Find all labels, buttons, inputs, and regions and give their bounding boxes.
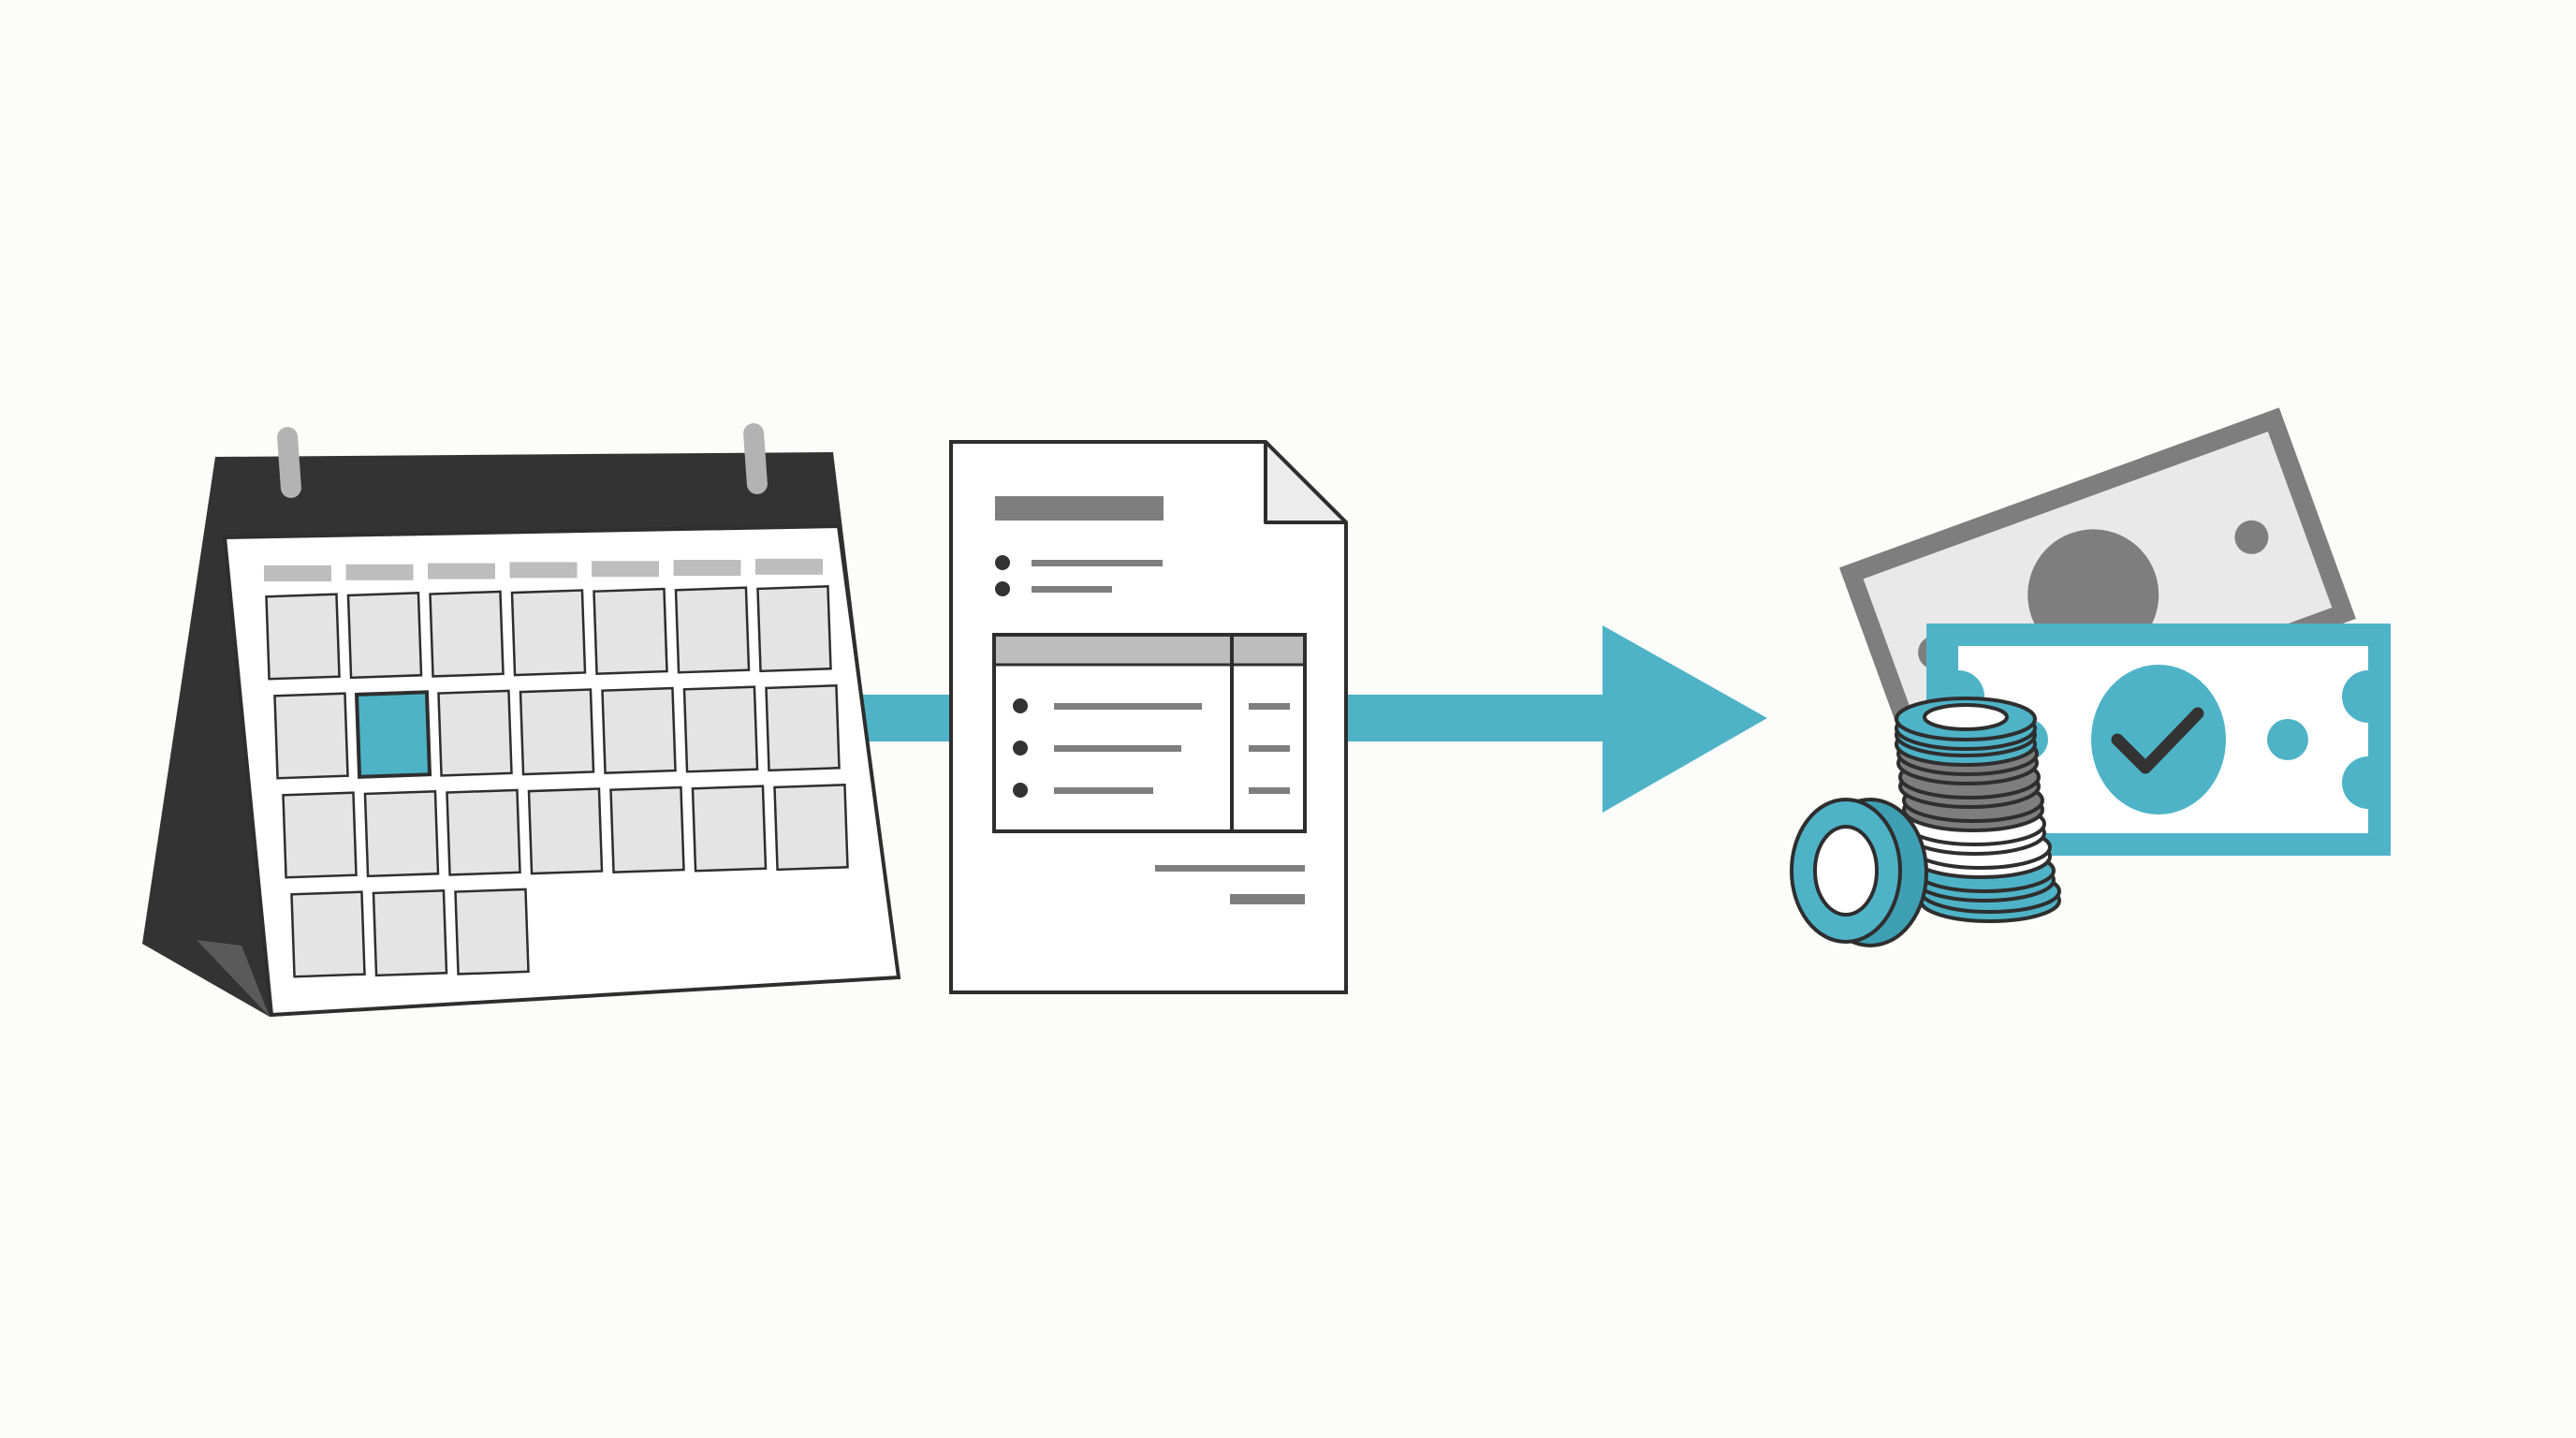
- calendar-day-cell: [437, 689, 513, 777]
- bullet-dot: [995, 581, 1010, 596]
- calendar-day-cell: [282, 791, 358, 879]
- weekday-header-0: [264, 565, 331, 581]
- calendar-day-cell: [756, 585, 832, 673]
- calendar-day-cell: [454, 888, 530, 976]
- calendar-day-cell: [290, 890, 366, 978]
- checkmark-icon: [2111, 707, 2204, 774]
- top-coin-face: [1923, 703, 2009, 731]
- table-row-bullet: [1013, 741, 1028, 756]
- calendar-day-cell: [773, 784, 849, 872]
- standing-coin: [1790, 798, 1928, 947]
- table-row-amount: [1249, 745, 1290, 752]
- table-row-bullet: [1013, 698, 1028, 713]
- invoice-title-bar: [995, 496, 1164, 521]
- invoice-page: [949, 440, 1348, 994]
- calendar-day-cell: [446, 788, 521, 876]
- table-row-description: [1054, 745, 1181, 752]
- calendar-day-cell: [372, 889, 448, 977]
- weekday-header-row: [264, 558, 823, 581]
- table-row-amount: [1249, 703, 1290, 710]
- banknote-seal: [2091, 665, 2226, 814]
- calendar-day-cell: [691, 785, 768, 873]
- calendar-day-cell: [682, 685, 759, 773]
- weekday-header-3: [509, 562, 578, 579]
- calendar-day-cell: [765, 684, 841, 772]
- total-line: [1230, 894, 1305, 904]
- arrow-head-icon: [1603, 625, 1767, 813]
- invoice-table-rows: [1013, 698, 1290, 798]
- calendar-day-cell: [601, 686, 677, 774]
- invoice-document-icon: [949, 440, 1348, 994]
- flow-arrows: [861, 625, 1767, 813]
- calendar-day-cell: [674, 586, 751, 674]
- table-row-bullet: [1013, 783, 1028, 798]
- weekday-header-4: [592, 561, 659, 578]
- invoice-totals: [1155, 865, 1305, 904]
- calendar-day-cell: [510, 589, 587, 677]
- desk-calendar-icon: [142, 423, 901, 1018]
- table-row-description: [1054, 703, 1202, 710]
- connector-invoice-to-payment-shaft: [1346, 695, 1608, 741]
- invoice-table-header: [994, 635, 1305, 665]
- invoice-bullet-list: [995, 555, 1163, 596]
- bullet-dot: [995, 555, 1010, 570]
- calendar-day-cell: [519, 688, 595, 776]
- weekday-header-1: [345, 564, 414, 580]
- highlighted-day: [354, 690, 432, 779]
- calendar-day-cell: [609, 785, 685, 873]
- calendar-stand-shadow: [197, 940, 270, 1017]
- calendar-day-cell: [593, 587, 668, 675]
- bullet-line: [1032, 560, 1163, 566]
- cash-and-coins-icon: [1790, 407, 2391, 947]
- calendar-day-grid: [265, 585, 849, 978]
- bullet-line: [1032, 586, 1112, 593]
- calendar-day-cell: [363, 790, 440, 878]
- invoice-table-frame: [992, 633, 1307, 833]
- weekday-header-2: [428, 563, 495, 580]
- calendar-day-cell: [429, 590, 505, 678]
- calendar-day-cell: [527, 787, 604, 875]
- binding-ring-right: [743, 423, 768, 494]
- invoice-table: [992, 633, 1307, 833]
- weekday-header-5: [673, 560, 741, 576]
- table-row-description: [1054, 787, 1153, 794]
- calendar-day-cell: [265, 593, 341, 681]
- binding-ring-left: [277, 427, 301, 498]
- calendar-day-cell: [346, 592, 423, 680]
- weekday-header-6: [755, 558, 823, 575]
- total-line: [1155, 865, 1305, 872]
- invoice-folded-corner: [1264, 440, 1348, 524]
- table-row-amount: [1249, 787, 1290, 794]
- coin-stack: [1895, 697, 2061, 923]
- connector-calendar-to-invoice: [861, 695, 955, 741]
- calendar-day-cell: [273, 692, 349, 780]
- banknote-dot-right: [2267, 719, 2308, 760]
